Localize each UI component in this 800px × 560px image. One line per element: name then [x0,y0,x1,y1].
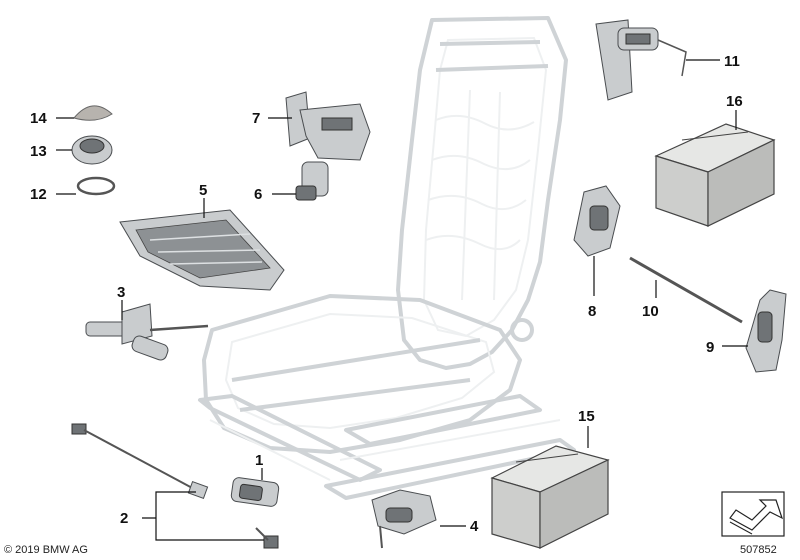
callout-2: 2 [120,510,128,527]
callout-labels: 1 2 3 4 5 6 7 8 9 10 11 12 13 14 15 16 [30,53,743,535]
callout-1: 1 [255,452,263,469]
diagram-number: 507852 [740,544,777,556]
part-4-motor [371,489,437,549]
callout-8: 8 [588,303,596,320]
callout-13: 13 [30,143,47,160]
callout-7: 7 [252,110,260,127]
part-16-box [654,123,776,227]
callout-4: 4 [470,518,479,535]
part-8-motor [573,185,621,257]
part-6-motor [295,161,329,201]
callout-10: 10 [642,303,659,320]
callout-5: 5 [199,182,207,199]
part-3-motor-shaft [85,303,209,361]
callout-14: 14 [30,110,47,127]
callout-9: 9 [706,339,714,356]
callout-16: 16 [726,93,743,110]
copyright-text: © 2019 BMW AG [4,544,88,556]
part-13-speaker [71,135,113,165]
part-12-ring [76,176,116,196]
seat-frame [198,16,576,500]
callout-6: 6 [254,186,262,203]
part-14-grille [73,105,113,121]
part-15-box [490,445,610,549]
callout-3: 3 [117,284,125,301]
part-5-mat [119,209,285,291]
part-7-adjuster [285,91,371,161]
part-9-motor [745,289,787,373]
leader-lines [56,59,748,541]
return-arrow-icon [721,491,785,537]
part-11-motor-assembly [595,19,687,101]
callout-15: 15 [578,408,595,425]
part-2-cable [71,423,279,549]
part-10-shaft [629,256,743,324]
callout-12: 12 [30,186,47,203]
callout-11: 11 [724,53,740,70]
part-1-motor [230,477,280,507]
